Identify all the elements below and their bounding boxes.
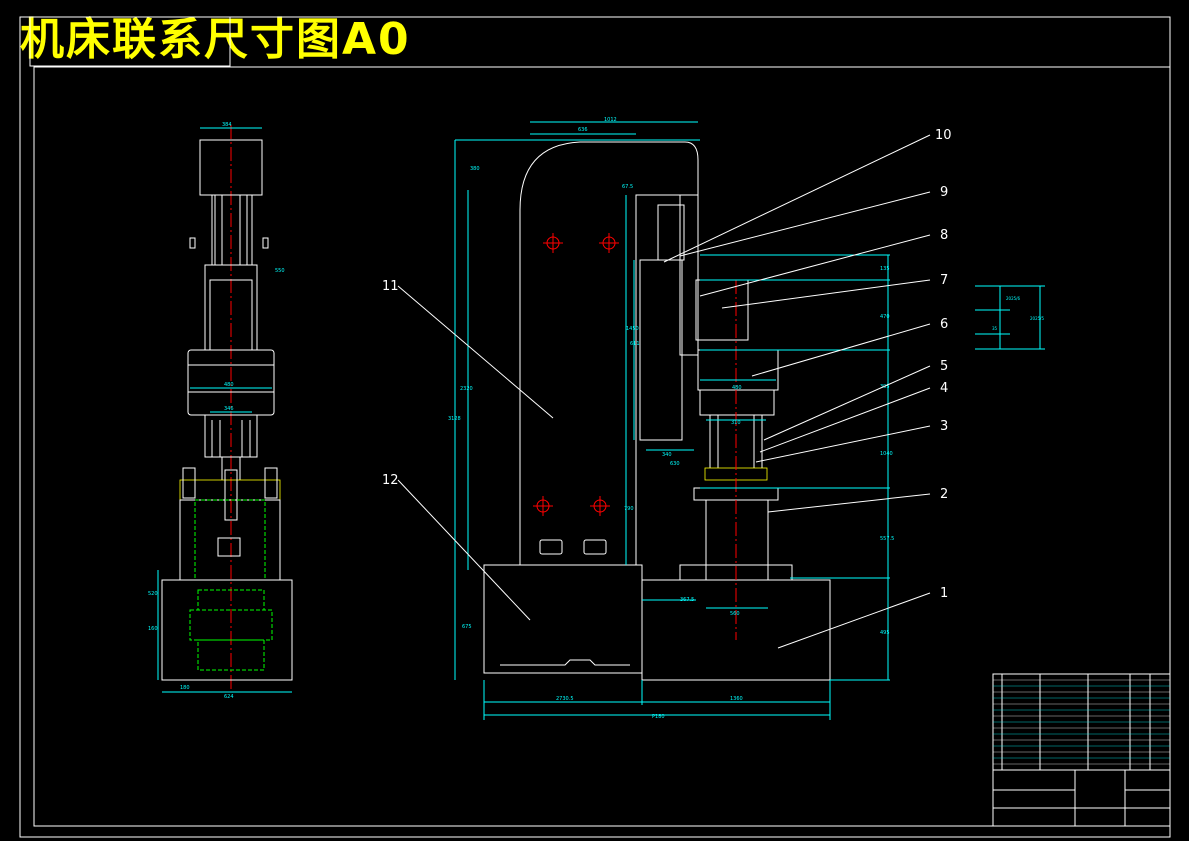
callout-10: 10	[935, 128, 952, 143]
dim-spindle-w: 310	[731, 420, 741, 426]
sheet-border	[19, 16, 1171, 838]
dim-left-bottom-b: 624	[224, 694, 234, 700]
dim-slide-a: 340	[662, 452, 672, 458]
dim-front-w-b: 1360	[730, 696, 743, 702]
dim-table-b: 560	[730, 611, 740, 617]
dim-left-bottom-a: 180	[180, 685, 190, 691]
dim-right-h-f: 495	[880, 630, 890, 636]
dim-front-total-w: P180	[652, 714, 665, 720]
dim-front-v-a: 380	[470, 166, 480, 172]
dim-right-h-b: 470	[880, 314, 890, 320]
side-view: 384 550 480 346 520 160 180 624	[148, 122, 293, 700]
dim-front-top-a: 1012	[604, 117, 617, 123]
dim-right-h-a: 135	[880, 266, 890, 272]
mount-hole-tr-icon	[599, 233, 619, 253]
callout-4: 4	[940, 381, 948, 396]
mount-hole-br-icon	[590, 496, 610, 516]
dim-left-base-b: 160	[148, 626, 158, 632]
dim-front-top-b: 636	[578, 127, 588, 133]
front-view: 1012 636 380 67.5 3128 2320 790 675 2730…	[382, 117, 952, 720]
dim-front-v-b: 67.5	[622, 184, 633, 190]
callout-7: 7	[940, 273, 948, 288]
dim-head-w: 480	[732, 385, 742, 391]
dim-front-base-h: 675	[462, 624, 472, 630]
callout-1: 1	[940, 586, 948, 601]
detail-view: 2025/6 35 2025/5	[975, 285, 1045, 350]
dim-left-lower: 346	[224, 406, 234, 412]
dim-right-h-c: 395	[880, 384, 890, 390]
dim-right-h-d: 1040	[880, 451, 893, 457]
dim-slide-v: 1450	[626, 326, 639, 332]
dim-detail-a: 2025/6	[1006, 296, 1021, 301]
dim-left-top: 384	[222, 122, 232, 128]
title-block	[992, 673, 1171, 827]
callout-2: 2	[940, 487, 948, 502]
dim-front-col-h: 2320	[460, 386, 473, 392]
dim-right-h-e: 557.5	[880, 536, 894, 542]
dim-slide-v2: 611	[630, 341, 640, 347]
dim-left-base-a: 520	[148, 591, 158, 597]
mount-hole-bl-icon	[533, 496, 553, 516]
dim-detail-c: 2025/5	[1030, 316, 1045, 321]
callout-11: 11	[382, 279, 399, 294]
callout-5: 5	[940, 359, 948, 374]
drawing-title: 机床联系尺寸图A0	[20, 14, 411, 65]
dim-table-a: 367.5	[680, 597, 694, 603]
dim-front-w-a: 2730.5	[556, 696, 574, 702]
mount-hole-tl-icon	[543, 233, 563, 253]
dim-left-mid: 480	[224, 382, 234, 388]
dim-left-side: 550	[275, 268, 285, 274]
dim-front-total-h: 3128	[448, 416, 461, 422]
dim-detail-b: 35	[992, 326, 998, 331]
callout-9: 9	[940, 185, 948, 200]
dim-front-lower-h: 790	[624, 506, 634, 512]
callout-12: 12	[382, 473, 399, 488]
dim-slide-b: 630	[670, 461, 680, 467]
callout-6: 6	[940, 317, 948, 332]
callout-8: 8	[940, 228, 948, 243]
callout-3: 3	[940, 419, 948, 434]
